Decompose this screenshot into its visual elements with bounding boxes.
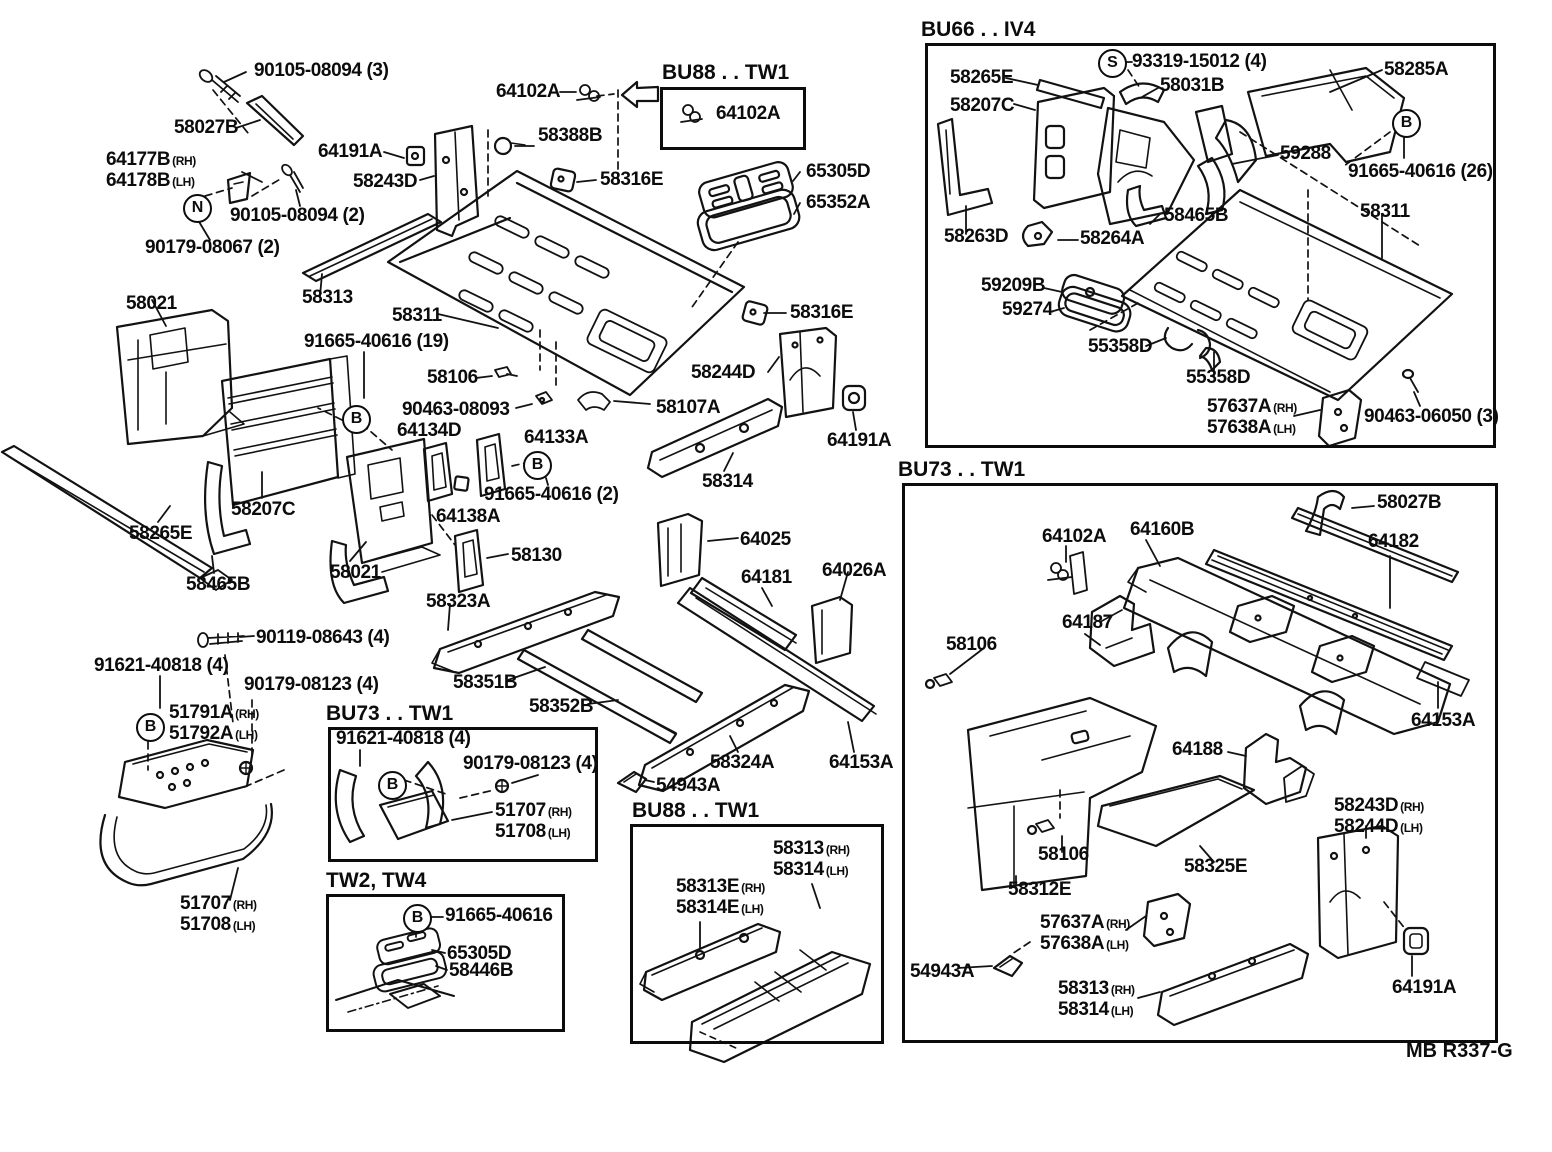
- footer-code: MB R337-G: [1406, 1040, 1513, 1062]
